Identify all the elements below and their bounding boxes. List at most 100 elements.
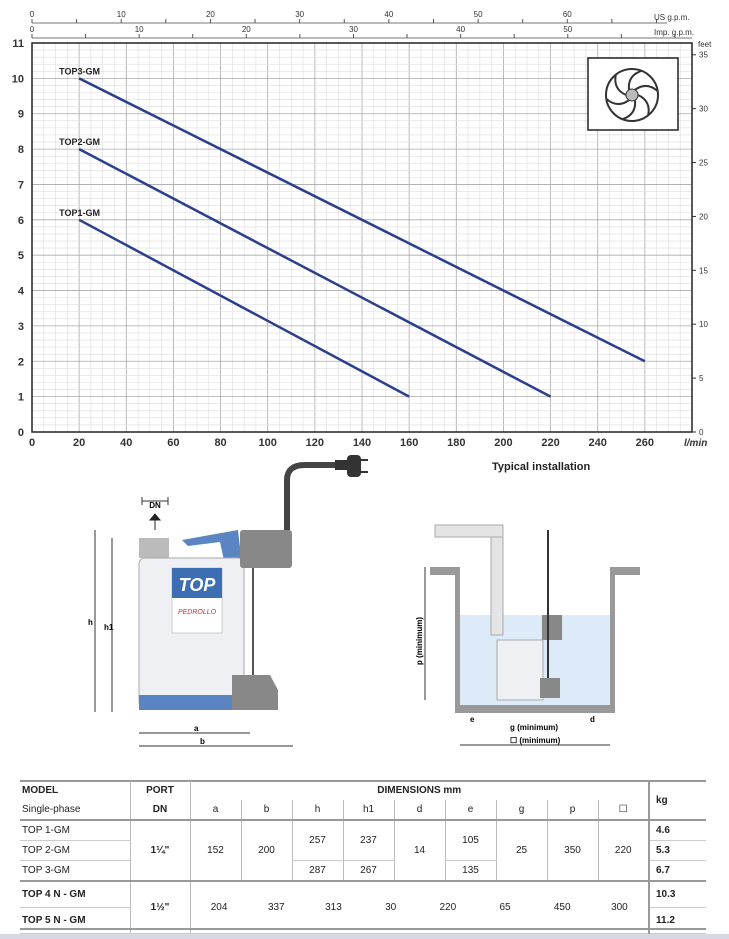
impeller-vane xyxy=(634,84,659,92)
discharge-pipe-elbow xyxy=(434,524,504,538)
header-model: MODEL xyxy=(22,785,59,796)
brand-logo: TOP xyxy=(179,575,217,595)
y-tick-label: 6 xyxy=(18,215,24,227)
x-tick-label: 240 xyxy=(589,437,607,449)
imp-gpm-tick-label: 0 xyxy=(30,25,35,34)
label-a: a xyxy=(194,724,199,733)
table-bottom-rule xyxy=(20,928,706,930)
feet-axis-label: feet xyxy=(698,40,712,49)
x-tick-label: 80 xyxy=(214,437,226,449)
discharge-pipe xyxy=(490,534,504,636)
x-tick-label: 100 xyxy=(259,437,277,449)
cell-e: 105 xyxy=(444,820,496,861)
float xyxy=(232,675,278,710)
x-tick-label: 220 xyxy=(541,437,559,449)
imp-gpm-axis-label: Imp. g.p.m. xyxy=(654,28,694,37)
pump xyxy=(496,639,544,701)
imp-gpm-tick-label: 50 xyxy=(563,25,572,34)
y-tick-label: 4 xyxy=(18,286,25,298)
cell-a: 204 xyxy=(210,902,228,913)
impeller-hub xyxy=(625,88,639,102)
label-d: d xyxy=(590,715,595,724)
col-d: d xyxy=(393,800,445,821)
cell-d: 30 xyxy=(385,902,397,913)
col-h1: h1 xyxy=(342,800,394,821)
label-side: ☐ (minimum) xyxy=(510,736,561,745)
label-g: g (minimum) xyxy=(510,723,558,732)
feet-tick-label: 10 xyxy=(699,320,708,329)
feet-tick-label: 20 xyxy=(699,212,708,221)
table-header-row: MODEL PORT DIMENSIONS mm kg xyxy=(20,781,706,821)
y-tick-label: 11 xyxy=(12,38,24,50)
impeller-icon xyxy=(605,68,659,122)
handle xyxy=(182,530,242,565)
impeller-vane xyxy=(622,100,637,121)
y-tick-label: 7 xyxy=(18,179,24,191)
us-gpm-tick-label: 30 xyxy=(295,10,304,19)
series-line-top3-gm xyxy=(78,77,646,363)
cell-kg: 10.3 xyxy=(648,880,706,908)
cell-h1: 237 xyxy=(342,820,394,861)
group2-dimensions: 204 337 313 30 220 65 450 300 xyxy=(189,880,649,934)
model: TOP 4 N - GM xyxy=(20,880,130,908)
imp-gpm-tick-label: 40 xyxy=(456,25,465,34)
label-h1: h1 xyxy=(104,623,114,632)
cell-b: 200 xyxy=(240,820,292,882)
us-gpm-axis-label: US g.p.m. xyxy=(654,13,690,22)
pump-dimension-drawing: TOP PEDROLLO DN h h1 a b xyxy=(88,455,368,747)
feet-tick-label: 35 xyxy=(699,51,708,60)
cell-b: 337 xyxy=(267,902,285,913)
x-tick-label: 180 xyxy=(447,437,465,449)
imp-gpm-tick-label: 10 xyxy=(135,25,144,34)
series-label: TOP3-GM xyxy=(59,66,100,76)
plot-frame xyxy=(31,42,693,433)
impeller-vane xyxy=(614,74,627,96)
cell-h: 313 xyxy=(325,902,342,913)
feet-tick-label: 5 xyxy=(699,374,704,383)
x-tick-label: 120 xyxy=(306,437,324,449)
cell-h: 287 xyxy=(291,860,343,882)
x-tick-label: 40 xyxy=(120,437,132,449)
header-dn: DN xyxy=(129,800,190,821)
port: 1¼" xyxy=(129,820,190,882)
us-gpm-tick-label: 60 xyxy=(563,10,572,19)
cell-e: 135 xyxy=(444,860,496,882)
x-tick-label: 20 xyxy=(73,437,85,449)
header-port: PORT xyxy=(129,781,190,800)
installation-drawing: p (minimum) e d g (minimum) ☐ (minimum) xyxy=(415,524,640,746)
cell-d: 14 xyxy=(393,820,445,882)
x-axis-label: l/min xyxy=(684,438,707,449)
model: TOP 2-GM xyxy=(20,840,130,861)
y-tick-label: 10 xyxy=(12,73,24,85)
pump-base xyxy=(139,695,244,710)
us-gpm-tick-label: 0 xyxy=(30,10,35,19)
table-row: TOP 2-GM 5.3 xyxy=(20,840,706,861)
label-p: p (minimum) xyxy=(415,617,424,665)
y-tick-label: 1 xyxy=(18,392,24,404)
series-label: TOP1-GM xyxy=(59,208,100,218)
feet-tick-label: 25 xyxy=(699,159,708,168)
x-tick-label: 200 xyxy=(494,437,512,449)
series-line-top1-gm xyxy=(78,218,410,398)
label-h: h xyxy=(88,618,93,627)
feet-tick-label: 0 xyxy=(699,428,704,437)
float xyxy=(540,678,560,698)
cell-kg: 6.7 xyxy=(648,860,706,882)
power-cable xyxy=(284,462,335,545)
header-single-phase: Single-phase xyxy=(20,800,130,821)
model: TOP 3-GM xyxy=(20,860,130,882)
y-tick-label: 2 xyxy=(18,356,24,368)
discharge-port xyxy=(139,538,169,558)
us-gpm-tick-label: 10 xyxy=(117,10,126,19)
flow-arrow-icon xyxy=(148,513,162,530)
x-tick-label: 260 xyxy=(636,437,654,449)
col-side: ☐ xyxy=(597,800,649,821)
y-tick-label: 9 xyxy=(18,109,24,121)
header-dimensions: DIMENSIONS mm xyxy=(189,781,649,800)
cell-kg: 5.3 xyxy=(648,840,706,861)
col-e: e xyxy=(444,800,496,821)
label-e: e xyxy=(470,715,475,724)
us-gpm-tick-label: 50 xyxy=(474,10,483,19)
us-gpm-tick-label: 20 xyxy=(206,10,215,19)
